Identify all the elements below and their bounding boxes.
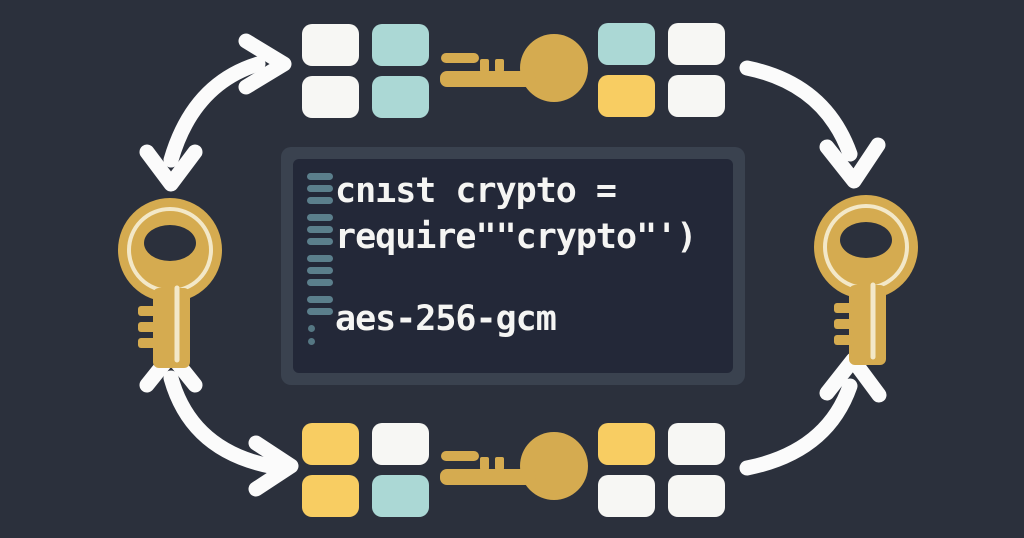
gutter-dash-group [307,296,333,315]
cipher-cell-white [668,75,725,117]
code-panel: cnıst crypto = require""crypto"') aes-25… [281,147,745,385]
gutter-dash [307,173,333,180]
cycle-arrow-bottom-right-icon [739,352,887,476]
cipher-cell-white [598,475,655,517]
gutter-dots [308,325,333,345]
code-line-require-crypto: require""crypto"') [335,217,697,257]
key-icon-right [814,195,918,365]
gutter-dash [307,214,333,221]
cycle-arrow-top-left-icon [139,33,292,192]
cipher-cell-light-blue [372,24,429,66]
cipher-cell-white [302,24,359,66]
gutter-dash [307,197,333,204]
code-line-const-crypto: cnıst crypto = [335,171,617,211]
code-line-aes-256-gcm: aes-256-gcm [335,299,557,339]
cipher-cell-light-blue [372,76,429,118]
cipher-cell-yellow [302,423,359,465]
cipher-cell-white [302,76,359,118]
cipher-cell-light-blue [598,23,655,65]
cipher-block-grid-bottom-right [598,423,725,517]
gutter-dot [308,325,315,332]
gutter-dash [307,255,333,262]
cipher-block-grid-top-right [598,23,725,117]
gutter-dash [307,308,333,315]
gutter-dash-group [307,255,333,286]
gutter-dash-group [307,214,333,245]
cipher-cell-white [668,23,725,65]
cycle-arrow-bottom-left-icon [139,347,299,497]
gutter-dash [307,296,333,303]
gutter-dash [307,267,333,274]
cipher-cell-yellow [598,75,655,117]
key-icon-bottom [440,432,588,500]
cipher-cell-yellow [302,475,359,517]
gutter-dash [307,279,333,286]
gutter-dash [307,238,333,245]
cipher-block-grid-bottom-left [302,423,429,517]
cipher-cell-white [372,423,429,465]
cycle-arrow-top-right-icon [739,60,886,189]
key-icon-left [118,198,222,368]
key-icon-top [440,34,588,102]
cipher-cell-yellow [598,423,655,465]
gutter-dash [307,226,333,233]
gutter-dot [308,338,315,345]
code-panel-screen: cnıst crypto = require""crypto"') aes-25… [293,159,733,373]
cipher-cell-white [668,423,725,465]
cipher-cell-white [668,475,725,517]
cipher-block-grid-top-left [302,24,429,118]
gutter-dash [307,185,333,192]
cipher-cell-light-blue [372,475,429,517]
gutter-dash-group [307,173,333,204]
code-line-number-gutter [307,173,333,345]
